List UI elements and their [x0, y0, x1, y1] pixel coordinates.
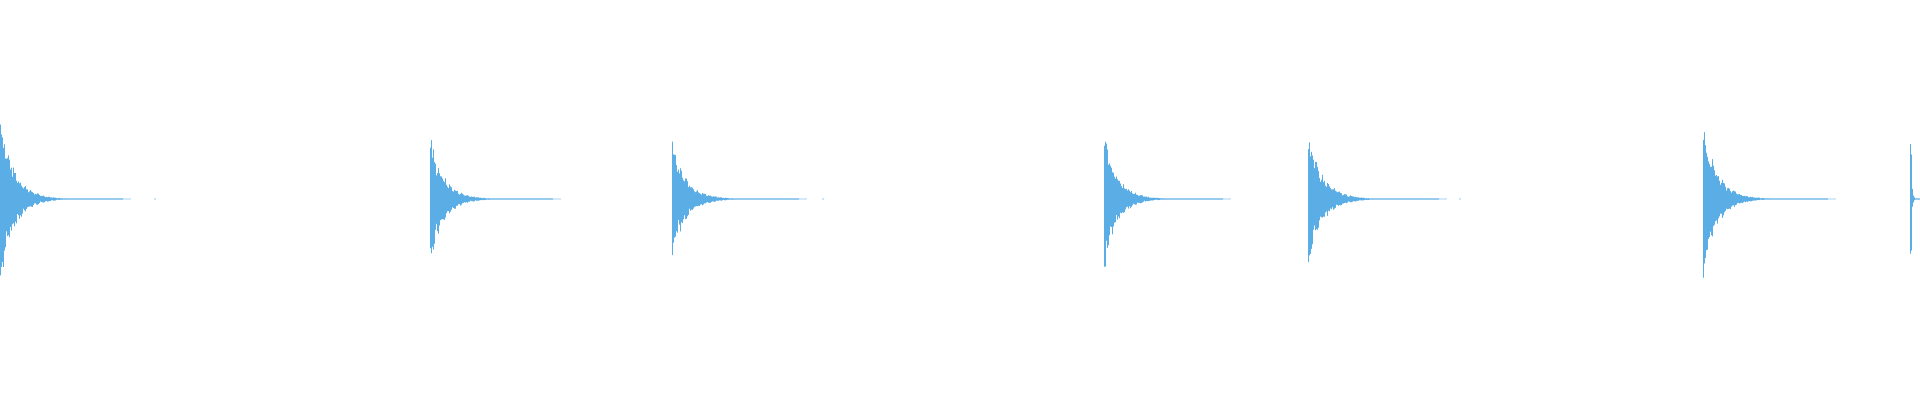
- waveform-hit: [430, 140, 561, 254]
- waveform-hit-body: [1910, 144, 1920, 254]
- waveform-hit: [1308, 142, 1461, 263]
- waveform-hit: [0, 124, 156, 276]
- waveform-hit: [1104, 141, 1231, 267]
- waveform-hit: [1910, 144, 1920, 254]
- waveform-hit-body: [672, 141, 799, 256]
- waveform-hit-body: [1308, 142, 1439, 263]
- waveform-hit-body: [1104, 141, 1223, 267]
- waveform-hit-body: [0, 124, 123, 276]
- waveform-hit-body: [1703, 132, 1828, 278]
- waveform-hits: [0, 124, 1920, 278]
- waveform-hit-body: [430, 140, 553, 254]
- waveform-hit: [1703, 132, 1836, 278]
- waveform-hit: [672, 141, 824, 256]
